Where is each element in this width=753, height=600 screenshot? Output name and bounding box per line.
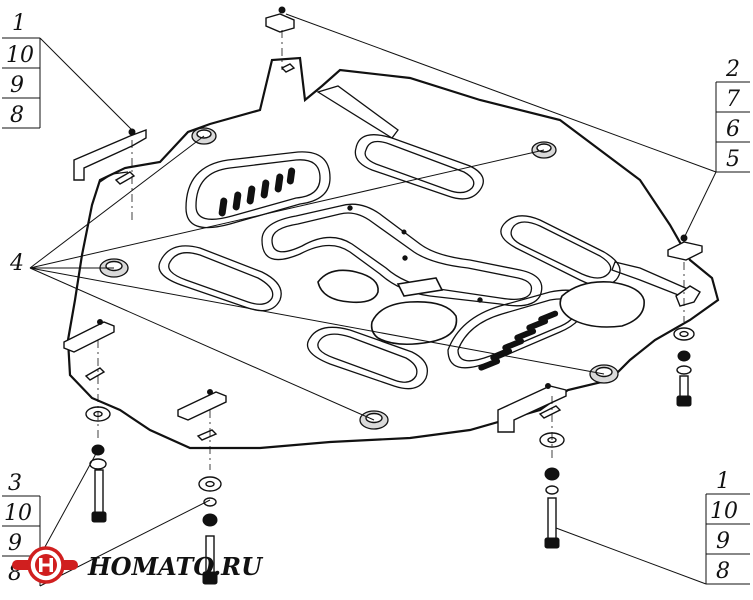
bracket-right-tab [675,285,701,307]
fastener-stack-left [85,406,111,523]
callout-label: 2 [725,57,740,82]
fasteners [85,327,695,585]
bracket-top [265,13,295,33]
callout-label: 8 [716,559,730,584]
callout-label: 5 [726,147,740,172]
site-logo: HOMATO.RU [12,546,264,584]
callout-label: 10 [6,43,34,68]
small-holes [347,205,483,303]
callout-label: 10 [710,499,738,524]
edge-slots [84,63,562,441]
fastener-stack-right [539,432,565,549]
callout-label: 9 [8,531,22,556]
callout-label: 6 [726,117,740,142]
skid-plate-outline [66,56,720,450]
callout-label: 7 [726,87,740,112]
fastener-stack-far-right [673,327,695,407]
callout-label: 4 [9,251,24,276]
callout-top-right: 2 7 6 5 [285,13,750,239]
vent-slots-left [218,167,296,217]
plate-top-flange [316,85,399,139]
callout-label: 10 [4,501,32,526]
callout-label: 9 [716,529,730,554]
skid-plate [66,56,720,450]
callout-label: 1 [716,469,730,494]
brackets [63,6,703,433]
plate-cutouts [317,269,645,346]
logo-emblem-icon [12,546,78,584]
bracket-right [667,241,703,261]
bracket-bottom-left [177,391,227,421]
callout-mid-left: 4 [9,135,605,421]
bracket-left-mid [63,321,115,353]
bracket-bottom-right [497,385,567,433]
logo-text: HOMATO.RU [87,552,264,581]
vent-slots-right [478,310,559,371]
callout-label: 1 [12,11,26,36]
callout-top-left: 1 10 9 8 [2,11,133,131]
plate-rib-left [99,171,129,183]
callout-label: 9 [10,73,24,98]
callout-label: 8 [10,103,24,128]
assembly-axes [97,30,685,470]
callout-label: 3 [8,471,22,496]
fastener-stack-center-left [198,476,222,585]
callout-bottom-right: 1 10 9 8 [555,469,750,585]
